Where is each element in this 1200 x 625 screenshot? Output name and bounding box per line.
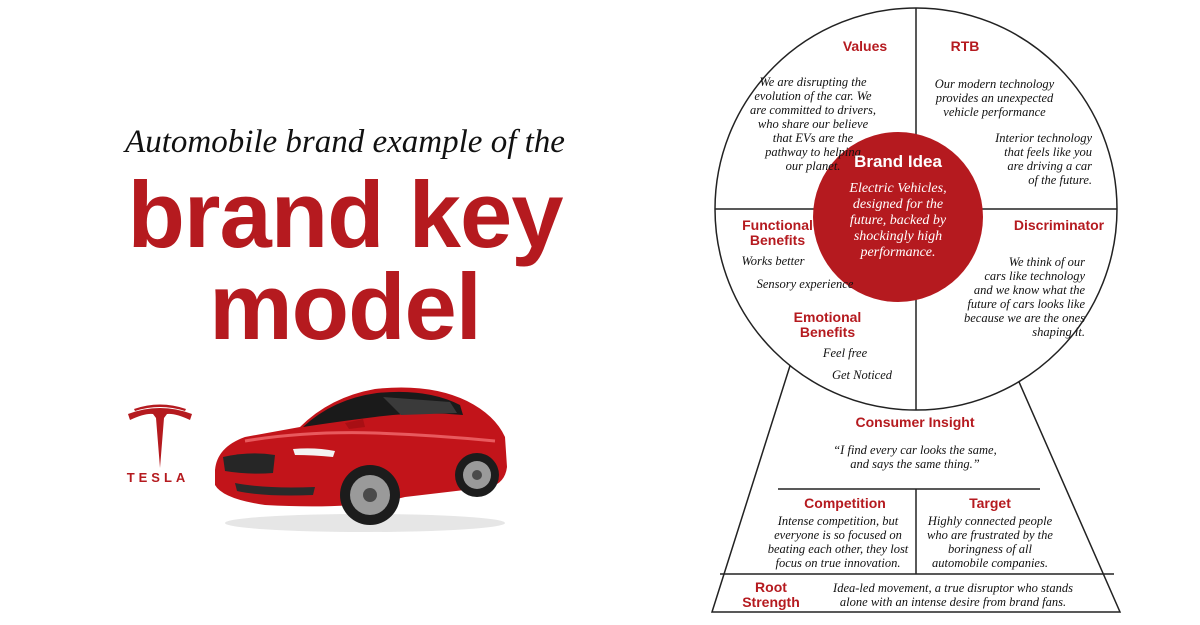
left-panel: Automobile brand example of the brand ke… xyxy=(125,124,565,532)
target-text: Highly connected people who are frustrat… xyxy=(927,514,1053,570)
functional-benefit-item: Works better xyxy=(741,254,805,268)
root-strength-heading: Root Strength xyxy=(742,579,800,610)
diagram-lines xyxy=(710,7,1122,613)
consumer-insight-text: “I find every car looks the same, and sa… xyxy=(833,443,997,471)
functional-benefits-heading: Functional Benefits xyxy=(742,217,813,248)
discriminator-heading: Discriminator xyxy=(1013,217,1105,233)
functional-benefit-item: Sensory experience xyxy=(756,277,854,291)
brand-idea-text: Electric Vehicles, designed for the futu… xyxy=(849,181,947,260)
brand-key-diagram: Values We are disrupting the evolution o… xyxy=(700,0,1200,625)
values-text: We are disrupting the evolution of the c… xyxy=(750,75,876,173)
rtb-text-1: Our modern technology provides an unexpe… xyxy=(934,77,1055,119)
tesla-wordmark: TESLA xyxy=(126,470,190,485)
root-strength-text: Idea-led movement, a true disruptor who … xyxy=(833,581,1073,609)
competition-heading: Competition xyxy=(804,495,886,511)
emotional-benefit-item: Get Noticed xyxy=(831,368,893,382)
rtb-heading: RTB xyxy=(950,38,980,54)
subtitle: Automobile brand example of the xyxy=(125,124,565,160)
emotional-benefits-heading: Emotional Benefits xyxy=(793,309,862,340)
emotional-benefit-item: Feel free xyxy=(822,346,868,360)
rtb-text-2: Interior technology that feels like you … xyxy=(995,131,1092,187)
discriminator-text: We think of our cars like technology and… xyxy=(963,255,1085,339)
target-heading: Target xyxy=(969,495,1011,511)
consumer-insight-heading: Consumer Insight xyxy=(855,414,975,430)
values-heading: Values xyxy=(842,38,888,54)
brand-idea-heading: Brand Idea xyxy=(854,152,942,171)
competition-text: Intense competition, but everyone is so … xyxy=(767,514,909,570)
car-image xyxy=(215,387,507,532)
tesla-logo-icon xyxy=(128,404,192,468)
title-line-2: model xyxy=(209,254,482,359)
title-line-1: brand key xyxy=(127,162,563,267)
